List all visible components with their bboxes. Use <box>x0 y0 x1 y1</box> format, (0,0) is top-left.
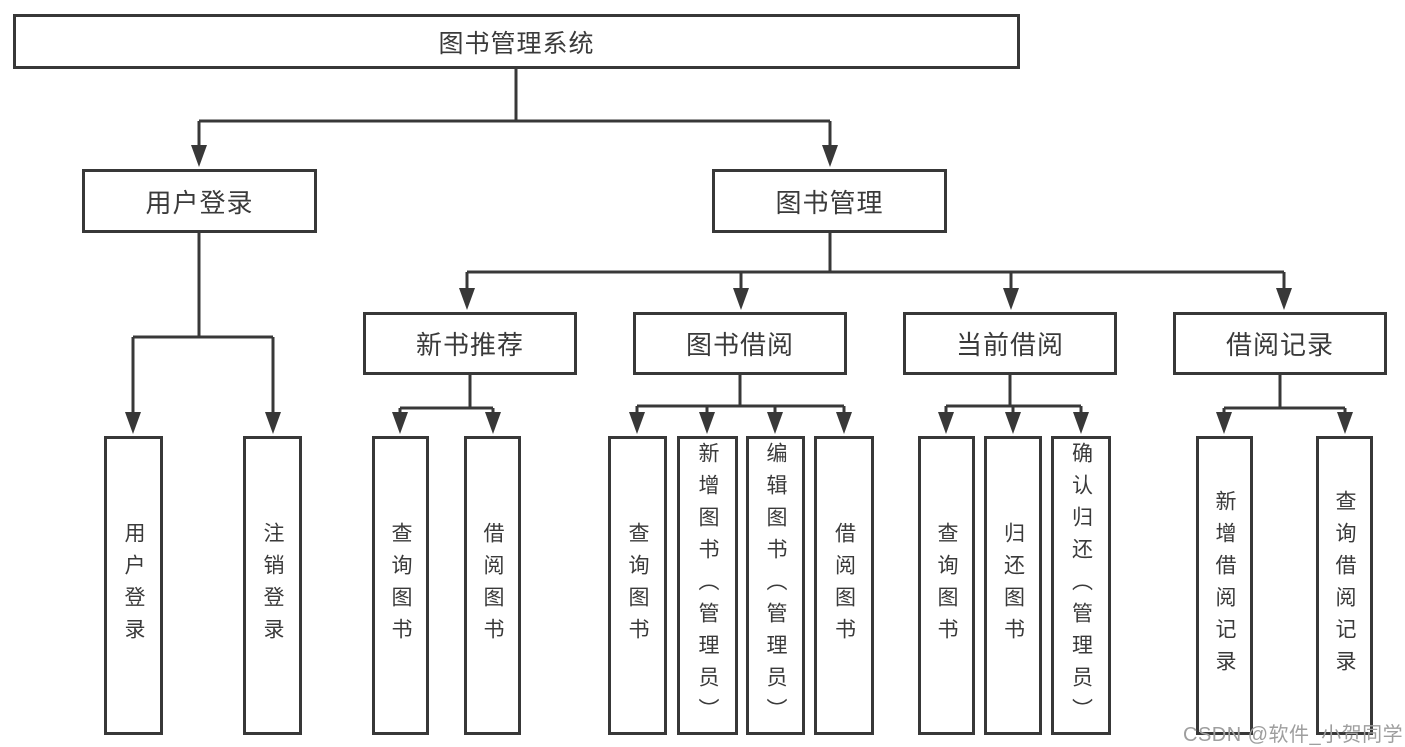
node-label: 归还图书 <box>1001 521 1025 650</box>
leaf-borrowing-query-books: 查询图书 <box>608 436 667 735</box>
arrowheads <box>125 145 1353 434</box>
leaf-newrec-borrow-books: 借阅图书 <box>464 436 521 735</box>
leaf-records-add-record: 新增借阅记录 <box>1196 436 1253 735</box>
node-new-book-recommend: 新书推荐 <box>363 312 577 375</box>
node-label: 编辑图书（管理员） <box>764 441 787 730</box>
leaf-user-login: 用户登录 <box>104 436 163 735</box>
csdn-watermark: CSDN @软件_小贺同学 <box>1183 724 1404 746</box>
node-label: 新增借阅记录 <box>1213 489 1236 682</box>
node-current-borrowing: 当前借阅 <box>903 312 1117 375</box>
node-book-management: 图书管理 <box>712 169 947 233</box>
node-label: 用户登录 <box>122 521 145 650</box>
node-label: 新书推荐 <box>415 330 524 360</box>
node-label: 查询图书 <box>626 521 649 650</box>
node-label: 查询图书 <box>935 521 958 650</box>
node-user-login: 用户登录 <box>82 169 317 233</box>
leaf-borrowing-add-books-admin: 新增图书（管理员） <box>677 436 738 735</box>
node-label: 借阅图书 <box>832 521 856 650</box>
node-label: 查询图书 <box>389 521 412 650</box>
leaf-borrowing-borrow-books: 借阅图书 <box>814 436 874 735</box>
node-label: 图书借阅 <box>685 330 794 360</box>
leaf-newrec-query-books: 查询图书 <box>372 436 429 735</box>
node-label: 注销登录 <box>261 521 284 650</box>
node-label: 图书管理系统 <box>438 29 595 58</box>
node-library-system: 图书管理系统 <box>13 14 1020 69</box>
leaf-current-confirm-return-admin: 确认归还（管理员） <box>1051 436 1111 735</box>
node-label: 当前借阅 <box>955 330 1064 360</box>
leaf-borrowing-edit-books-admin: 编辑图书（管理员） <box>746 436 805 735</box>
leaf-current-query-books: 查询图书 <box>918 436 975 735</box>
node-label: 借阅记录 <box>1225 330 1334 360</box>
leaf-logout: 注销登录 <box>243 436 302 735</box>
node-label: 查询借阅记录 <box>1333 489 1356 682</box>
node-label: 图书管理 <box>775 187 884 218</box>
node-book-borrowing: 图书借阅 <box>633 312 847 375</box>
node-label: 用户登录 <box>145 187 254 218</box>
leaf-records-query-record: 查询借阅记录 <box>1316 436 1373 735</box>
node-label: 确认归还（管理员） <box>1069 441 1093 730</box>
connector-path <box>131 69 1347 415</box>
node-label: 借阅图书 <box>481 521 504 650</box>
node-label: 新增图书（管理员） <box>696 441 719 730</box>
node-borrow-records: 借阅记录 <box>1173 312 1387 375</box>
leaf-current-return-books: 归还图书 <box>984 436 1042 735</box>
